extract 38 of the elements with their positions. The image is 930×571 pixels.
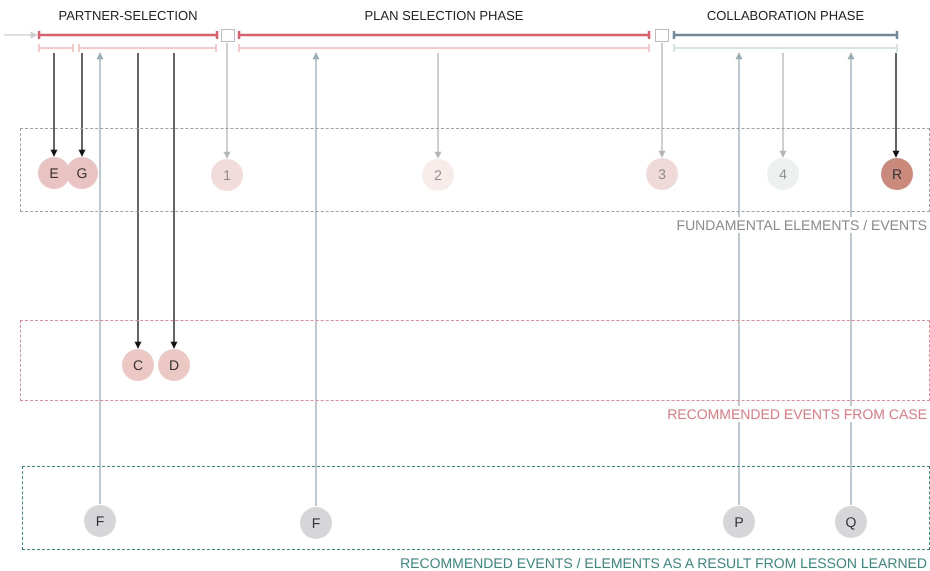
phase-title: COLLABORATION PHASE bbox=[706, 8, 866, 23]
timeline-bar bbox=[38, 44, 74, 52]
region-label: FUNDAMENTAL ELEMENTS / EVENTS bbox=[674, 217, 929, 233]
phase-title: PLAN SELECTION PHASE bbox=[364, 8, 524, 23]
event-circle: R bbox=[881, 158, 913, 190]
arrow bbox=[4, 32, 38, 38]
arrow bbox=[780, 53, 786, 158]
event-circle: F bbox=[84, 505, 116, 537]
arrow bbox=[848, 52, 854, 505]
arrow bbox=[170, 53, 178, 349]
event-circle: C bbox=[122, 349, 154, 381]
event-circle: 1 bbox=[211, 159, 243, 191]
timeline-bar bbox=[78, 44, 217, 52]
arrow bbox=[658, 43, 666, 158]
arrow bbox=[134, 53, 142, 349]
arrow bbox=[78, 53, 86, 157]
event-circle: 4 bbox=[767, 158, 799, 190]
milestone-square bbox=[221, 29, 235, 42]
region-label: RECOMMENDED EVENTS FROM CASE bbox=[665, 406, 929, 422]
event-circle: G bbox=[66, 157, 98, 189]
phase-title: PARTNER-SELECTION bbox=[58, 8, 198, 23]
event-circle: F bbox=[300, 507, 332, 539]
arrow bbox=[892, 53, 900, 158]
arrow bbox=[50, 53, 58, 157]
region-label: RECOMMENDED EVENTS / ELEMENTS AS A RESULT FROM LESSON LEARNED bbox=[398, 555, 929, 571]
milestone-square bbox=[655, 29, 669, 42]
timeline-bar bbox=[238, 44, 650, 52]
arrow bbox=[312, 52, 320, 506]
arrow bbox=[434, 53, 442, 159]
arrow bbox=[736, 52, 742, 505]
event-circle: E bbox=[38, 157, 70, 189]
timeline-bar bbox=[673, 44, 898, 52]
event-circle: P bbox=[723, 506, 755, 538]
event-circle: 3 bbox=[646, 158, 678, 190]
arrow bbox=[96, 52, 104, 504]
event-circle: D bbox=[158, 349, 190, 381]
event-circle: 2 bbox=[422, 159, 454, 191]
event-circle: Q bbox=[835, 506, 867, 538]
